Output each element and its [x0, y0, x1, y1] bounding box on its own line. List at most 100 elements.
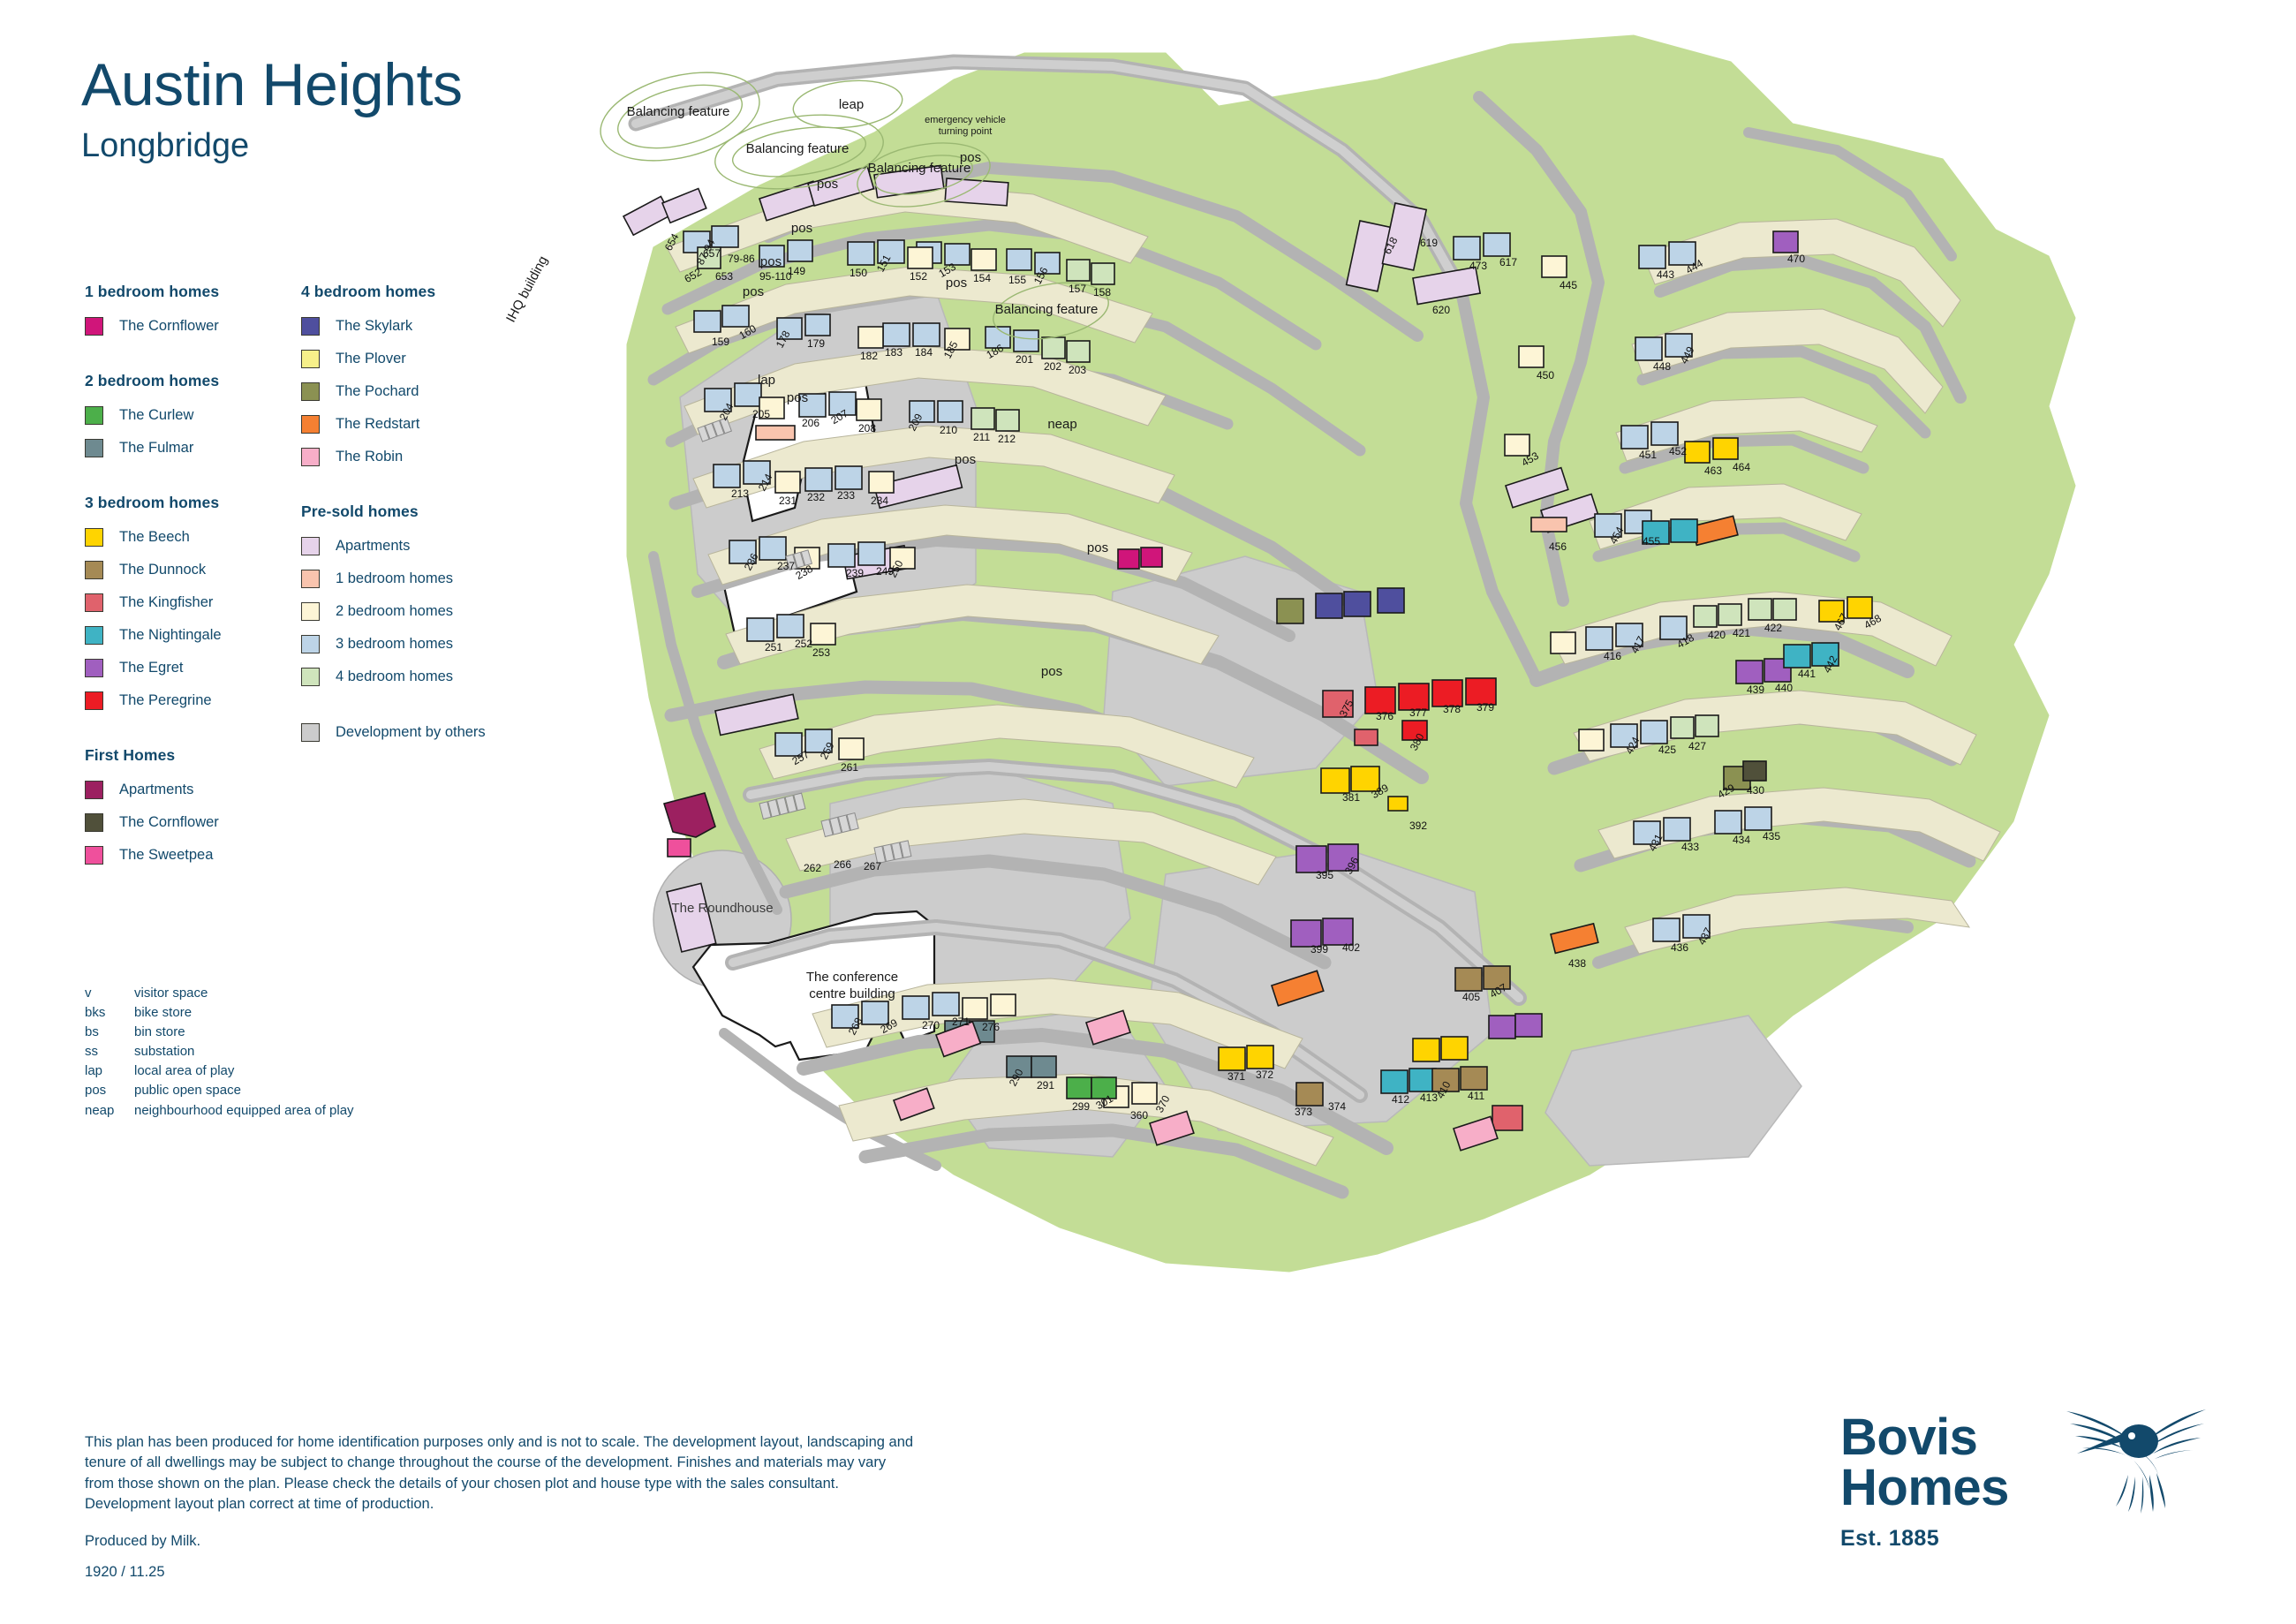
abbreviation-meaning: public open space [134, 1083, 241, 1099]
legend-item-label: 3 bedroom homes [336, 635, 453, 652]
legend-item[interactable]: The Pochard [301, 381, 557, 401]
document-code: 1920 / 11.25 [85, 1563, 165, 1580]
color-swatch-icon [301, 667, 320, 686]
plot-the-egret [1290, 230, 1799, 1039]
legend-item-label: The Peregrine [119, 691, 212, 708]
abbreviation-meaning: local area of play [134, 1063, 235, 1079]
plot-the-sweetpea [667, 838, 691, 857]
legend-item[interactable]: 4 bedroom homes [301, 667, 557, 686]
legend-item-label: The Kingfisher [119, 593, 214, 610]
abbreviation-key: neap [85, 1102, 115, 1118]
legend-item[interactable]: The Fulmar [85, 438, 261, 457]
abbreviation-row: neap neighbourhood equipped area of play [85, 1100, 354, 1120]
legend-item[interactable]: The Kingfisher [85, 593, 261, 612]
legend-group-1-bedroom: 1 bedroom homes The Cornflower [85, 283, 261, 336]
bovis-homes-logo: Bovis Homes Est. 1885 [1840, 1409, 2211, 1552]
abbreviation-meaning: bike store [134, 1004, 193, 1020]
color-swatch-icon [301, 601, 320, 621]
legend-item[interactable]: 3 bedroom homes [301, 634, 557, 653]
legend-item-label: 1 bedroom homes [336, 570, 453, 586]
legend-item[interactable]: The Skylark [301, 316, 557, 336]
color-swatch-icon [85, 658, 103, 677]
logo-line-2: Homes [1840, 1458, 2009, 1516]
legend-group-2-bedroom: 2 bedroom homes The Curlew The Fulmar [85, 372, 261, 457]
plot-the-kingfisher [1322, 690, 1523, 1131]
legend-item[interactable]: The Peregrine [85, 691, 261, 710]
legend-item[interactable]: Apartments [85, 780, 261, 799]
producer-credit: Produced by Milk. [85, 1532, 201, 1549]
legend-item[interactable]: The Plover [301, 349, 557, 368]
legend-item[interactable]: The Egret [85, 658, 261, 677]
color-swatch-icon [301, 349, 320, 368]
abbreviation-key: pos [85, 1083, 107, 1099]
abbreviation-row: v visitor space [85, 983, 354, 1002]
abbreviation-row: bs bin store [85, 1022, 354, 1041]
plot-the-cornflower [1117, 547, 1163, 570]
legend-item[interactable]: 1 bedroom homes [301, 569, 557, 588]
legend-heading: 3 bedroom homes [85, 494, 220, 511]
legend-item[interactable]: The Dunnock [85, 560, 261, 579]
color-swatch-icon [85, 780, 103, 799]
house-plot-footprints[interactable] [622, 164, 1873, 1152]
legend-item[interactable]: The Curlew [85, 405, 261, 425]
color-swatch-icon [85, 845, 103, 865]
legend-item[interactable]: The Robin [301, 447, 557, 466]
plot-first-homes-apartments [662, 792, 716, 838]
plot-the-nightingale [1380, 518, 1839, 1094]
plot-the-curlew [1066, 1076, 1117, 1099]
legend-column-1: 1 bedroom homes The Cornflower 2 bedroom… [85, 283, 261, 878]
color-swatch-icon [85, 593, 103, 612]
legend-item[interactable]: 2 bedroom homes [301, 601, 557, 621]
legend-item[interactable]: The Sweetpea [85, 845, 261, 865]
plot-the-beech [1218, 437, 1873, 1071]
abbreviation-meaning: bin store [134, 1023, 185, 1039]
legend-group-4-bedroom: 4 bedroom homes The Skylark The Plover T… [301, 283, 557, 466]
abbreviations-list: v visitor space bks bike store bs bin st… [85, 983, 354, 1120]
balancing-feature-contours [600, 72, 1109, 340]
legend-item-label: 2 bedroom homes [336, 602, 453, 619]
legend-item[interactable]: The Redstart [301, 414, 557, 434]
abbreviation-key: bks [85, 1004, 106, 1020]
legend-heading: 1 bedroom homes [85, 283, 220, 300]
legend-item-label: The Pochard [336, 382, 419, 399]
legend-item-label: The Nightingale [119, 626, 222, 643]
legend-item-label: Apartments [119, 781, 194, 797]
site-plan-map[interactable]: Balancing feature Balancing feature Bala… [495, 26, 2243, 1404]
color-swatch-icon [301, 569, 320, 588]
legend-group-3-bedroom: 3 bedroom homes The Beech The Dunnock Th… [85, 494, 261, 710]
plot-the-peregrine [1364, 677, 1497, 741]
color-swatch-icon [301, 536, 320, 555]
color-swatch-icon [85, 527, 103, 547]
plot-4bed-presold [697, 246, 1797, 739]
legend-item-label: The Redstart [336, 415, 420, 432]
legend-item[interactable]: The Nightingale [85, 625, 261, 645]
legend-item[interactable]: Development by others [301, 722, 557, 742]
color-swatch-icon [85, 812, 103, 832]
hummingbird-icon [2061, 1401, 2211, 1520]
abbreviation-key: bs [85, 1023, 99, 1039]
legend-item[interactable]: The Cornflower [85, 316, 261, 336]
legend-item[interactable]: Apartments [301, 536, 557, 555]
legend-group-first-homes: First Homes Apartments The Cornflower Th… [85, 746, 261, 865]
abbreviation-key: v [85, 985, 92, 1001]
legend-item-label: The Robin [336, 448, 404, 465]
legend-item-label: The Egret [119, 659, 184, 676]
legend-item-label: The Plover [336, 350, 406, 366]
plot-the-redstart [1270, 515, 1739, 1007]
legend-item[interactable]: The Cornflower [85, 812, 261, 832]
color-swatch-icon [85, 405, 103, 425]
color-swatch-icon [301, 316, 320, 336]
color-swatch-icon [85, 560, 103, 579]
legend-item-label: The Curlew [119, 406, 194, 423]
legend-column-2: 4 bedroom homes The Skylark The Plover T… [301, 283, 557, 755]
abbreviation-meaning: visitor space [134, 985, 208, 1001]
logo-wordmark: Bovis Homes [1840, 1409, 2211, 1516]
logo-line-1: Bovis [1840, 1409, 1978, 1466]
title-block: Austin Heights Longbridge [81, 55, 463, 162]
logo-established: Est. 1885 [1840, 1525, 1940, 1551]
legend-item-label: Development by others [336, 723, 486, 740]
abbreviation-key: lap [85, 1063, 103, 1079]
color-swatch-icon [301, 634, 320, 653]
color-swatch-icon [301, 414, 320, 434]
legend-item[interactable]: The Beech [85, 527, 261, 547]
